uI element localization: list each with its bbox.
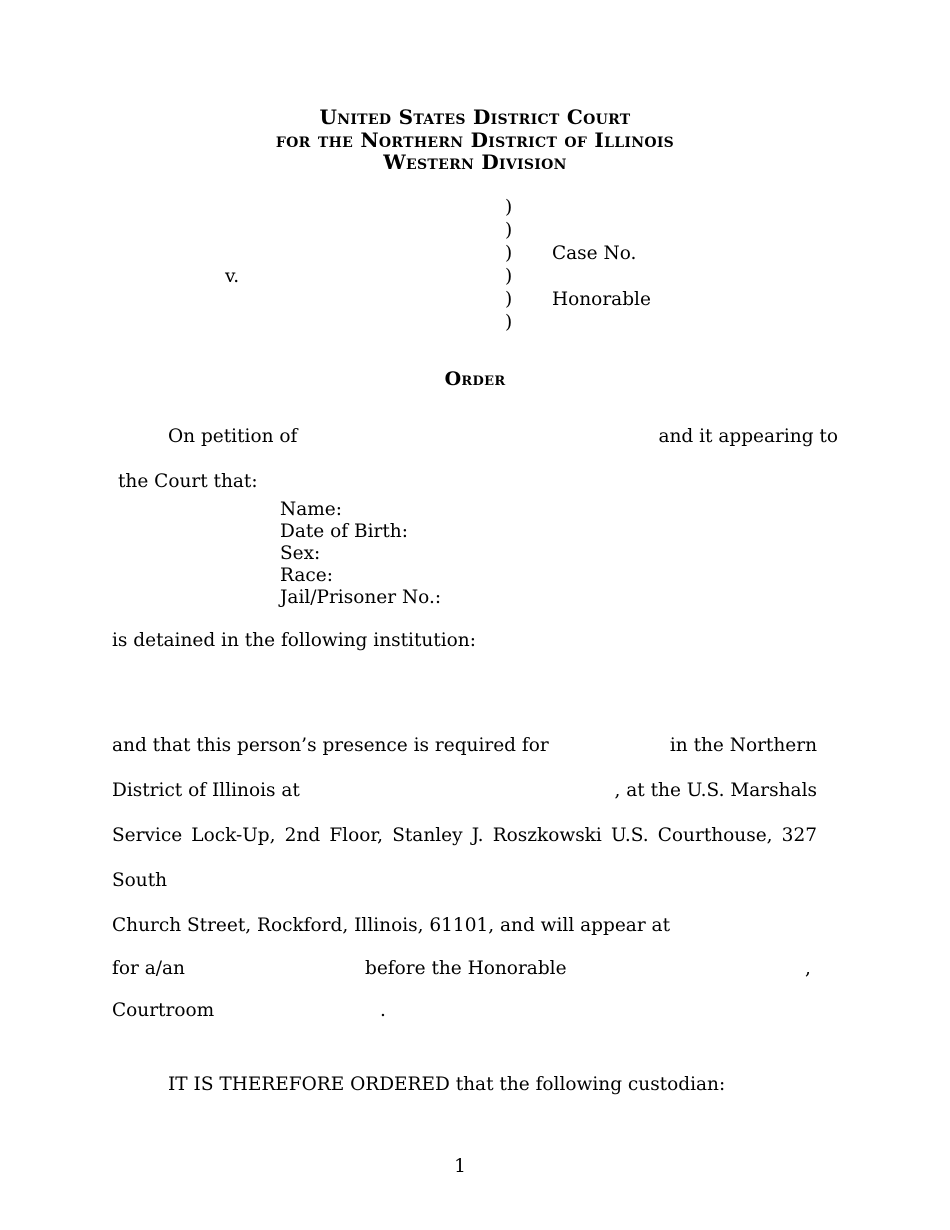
- prisoner-field-label-race: Race:: [280, 564, 333, 586]
- document-content: United States District Court for the Nor…: [112, 0, 838, 1095]
- trailing-comma: ,: [805, 957, 811, 979]
- purpose-blank: [549, 723, 670, 768]
- page-number: 1: [454, 1156, 466, 1177]
- petition-lead-text: On petition of: [168, 425, 298, 447]
- paren-mark: ): [505, 288, 513, 310]
- before-honorable-label: before the Honorable: [365, 957, 567, 979]
- page-footer: 1: [0, 1156, 920, 1178]
- presence-line-4: Church Street, Rockford, Illinois, 61101…: [112, 914, 671, 936]
- district-illinois-text: District of Illinois at: [112, 779, 300, 801]
- petitioner-name-blank: [297, 414, 658, 459]
- prisoner-field-label-dob: Date of Birth:: [280, 520, 408, 542]
- courtroom-label: Courtroom: [112, 999, 215, 1021]
- order-heading: Order: [444, 367, 506, 390]
- institution-blank: [112, 663, 838, 723]
- respondent-name-area: [112, 311, 505, 334]
- paren-mark: ): [505, 242, 513, 264]
- presence-required-text: and that this person’s presence is requi…: [112, 734, 549, 756]
- for-a-an-label: for a/an: [112, 957, 185, 979]
- courtroom-period: .: [380, 999, 386, 1021]
- ordered-line: IT IS THEREFORE ORDERED that the followi…: [168, 1073, 726, 1095]
- prisoner-info-list: Name: Date of Birth: Sex: Race: Jail/Pri…: [280, 499, 838, 609]
- petition-line: On petition of and it appearing to: [112, 414, 838, 459]
- judge-name-blank: [562, 956, 792, 982]
- petitioner-name-area: [112, 196, 505, 219]
- court-header: United States District Court for the Nor…: [112, 0, 838, 174]
- presence-line-3: Service Lock-Up, 2nd Floor, Stanley J. R…: [112, 824, 817, 891]
- case-number-label: Case No.: [552, 242, 637, 264]
- courtroom-line: Courtroom .: [112, 990, 838, 1032]
- honorable-label: Honorable: [552, 288, 651, 310]
- datetime-blank: [300, 768, 615, 813]
- party-column: v.: [112, 196, 505, 334]
- versus-label: v.: [225, 265, 240, 287]
- paren-mark: ): [505, 219, 513, 241]
- northern-district-text: in the Northern: [669, 734, 817, 756]
- division-line: Western Division: [383, 150, 567, 174]
- case-info-column: Case No. Honorable: [552, 196, 838, 334]
- proceeding-type-blank: [202, 956, 352, 982]
- courtroom-number-blank: [222, 998, 372, 1024]
- detained-line: is detained in the following institution…: [112, 629, 476, 651]
- court-that-line: the Court that:: [118, 470, 258, 492]
- district-line: for the Northern District of Illinois: [275, 127, 675, 152]
- paren-mark: ): [505, 196, 513, 218]
- paren-mark: ): [505, 265, 513, 287]
- paren-column: ) ) ) ) ) ): [505, 196, 552, 334]
- prisoner-field-label-sex: Sex:: [280, 542, 321, 564]
- prisoner-field-label-jail-no: Jail/Prisoner No.:: [280, 586, 442, 608]
- appearance-line: for a/an before the Honorable ,: [112, 948, 838, 990]
- presence-line-2: District of Illinois at , at the U.S. Ma…: [112, 768, 817, 813]
- court-name-line: United States District Court: [319, 105, 631, 129]
- appearing-text: and it appearing to: [658, 425, 838, 447]
- us-marshals-text: , at the U.S. Marshals: [614, 779, 818, 801]
- prisoner-field-label-name: Name:: [280, 498, 342, 520]
- case-caption: v. ) ) ) ) ) ) Case No. Honorable: [112, 196, 838, 334]
- presence-line-1: and that this person’s presence is requi…: [112, 723, 817, 768]
- paren-mark: ): [505, 311, 513, 333]
